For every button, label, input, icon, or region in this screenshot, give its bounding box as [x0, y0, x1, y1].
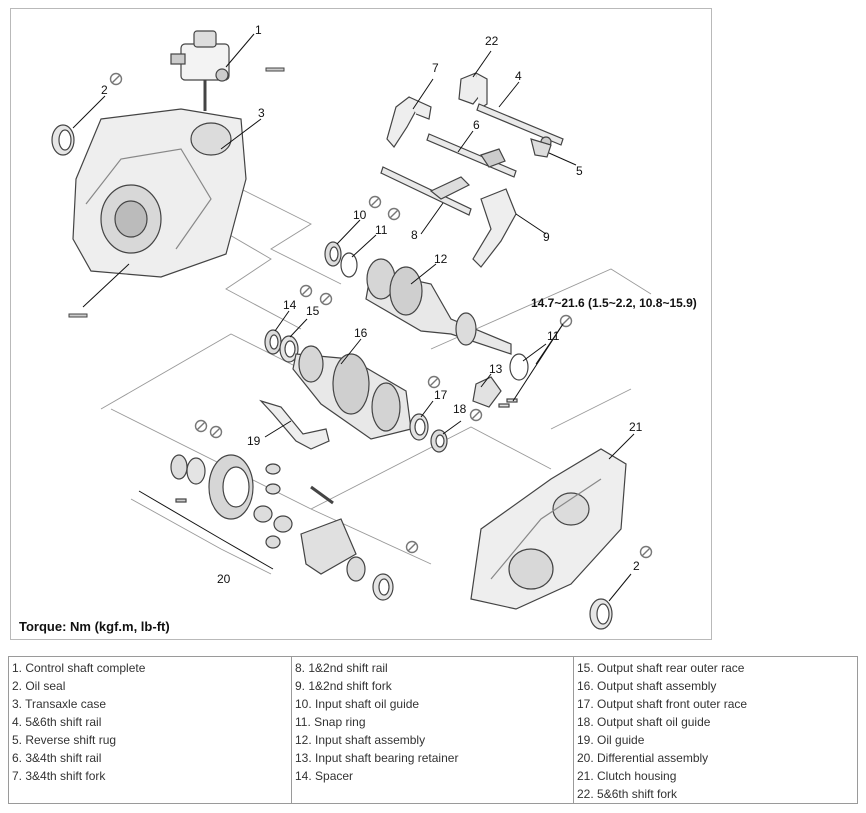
- callout-6: 6: [473, 118, 480, 132]
- legend-item: 13. Input shaft bearing retainer: [295, 751, 459, 765]
- 3-4th-shift-rail: [426, 133, 517, 178]
- legend-item: 20. Differential assembly: [577, 751, 709, 765]
- callout-18: 18: [453, 402, 467, 416]
- callout-13: 13: [489, 362, 503, 376]
- clutch-housing: [470, 448, 627, 610]
- exploded-view-diagram: 1 2 3 4 5 6 7 8 9 10 11 12 13 14 15 16 1…: [10, 8, 712, 640]
- callout-19: 19: [247, 434, 261, 448]
- snap-ring-right: [509, 353, 529, 381]
- reverse-shift-lug: [530, 138, 552, 158]
- callout-20: 20: [217, 572, 231, 586]
- torque-caption: Torque: Nm (kgf.m, lb-ft): [19, 619, 170, 634]
- output-shaft-front-outer-race: [409, 413, 429, 441]
- callout-10: 10: [353, 208, 367, 222]
- callout-7: 7: [432, 61, 439, 75]
- input-shaft-oil-guide: [324, 241, 342, 267]
- input-shaft-assembly: [365, 258, 512, 355]
- legend-item: 4. 5&6th shift rail: [12, 715, 102, 729]
- callout-11-upper: 11: [375, 223, 388, 237]
- callout-21: 21: [629, 420, 643, 434]
- callout-1: 1: [255, 23, 262, 37]
- legend-item: 2. Oil seal: [12, 679, 66, 693]
- callout-2-right: 2: [633, 559, 640, 573]
- 5-6th-shift-rail: [476, 103, 564, 148]
- legend-item: 15. Output shaft rear outer race: [577, 661, 745, 675]
- callout-8: 8: [411, 228, 418, 242]
- torque-spec: 14.7~21.6 (1.5~2.2, 10.8~15.9): [531, 296, 697, 310]
- callout-4: 4: [515, 69, 522, 83]
- legend-item: 7. 3&4th shift fork: [12, 769, 106, 783]
- 5-6th-shift-fork: [458, 72, 488, 110]
- control-shaft-complete: [170, 30, 230, 111]
- legend-item: 11. Snap ring: [295, 715, 366, 729]
- input-shaft-bearing-retainer: [472, 376, 518, 408]
- callout-9: 9: [543, 230, 550, 244]
- callout-15: 15: [306, 304, 320, 318]
- assembly-guide-lines: [100, 188, 652, 575]
- bolt-top: [265, 67, 285, 72]
- bolt-left: [68, 313, 88, 318]
- oil-seal-right: [589, 598, 613, 630]
- legend-item: 16. Output shaft assembly: [577, 679, 717, 693]
- callout-12: 12: [434, 252, 448, 266]
- legend-item: 9. 1&2nd shift fork: [295, 679, 392, 693]
- legend-item: 1. Control shaft complete: [12, 661, 146, 675]
- callout-3: 3: [258, 106, 265, 120]
- legend-item: 22. 5&6th shift fork: [577, 787, 678, 801]
- callout-5: 5: [576, 164, 583, 178]
- oil-seal-left: [51, 124, 75, 156]
- spacer: [264, 329, 282, 355]
- differential-assembly: [170, 454, 394, 601]
- callout-16: 16: [354, 326, 368, 340]
- callout-2-left: 2: [101, 83, 108, 97]
- output-shaft-oil-guide: [430, 429, 448, 453]
- legend-item: 10. Input shaft oil guide: [295, 697, 420, 711]
- oil-guide: [259, 399, 330, 450]
- callout-17: 17: [434, 388, 448, 402]
- legend-item: 5. Reverse shift rug: [12, 733, 117, 747]
- legend-item: 6. 3&4th shift rail: [12, 751, 102, 765]
- 3-4th-shift-fork: [386, 96, 432, 148]
- transaxle-case: [72, 108, 247, 278]
- 1-2nd-shift-rail: [380, 166, 472, 216]
- legend-item: 8. 1&2nd shift rail: [295, 661, 388, 675]
- legend-column-2: 8. 1&2nd shift rail 9. 1&2nd shift fork …: [292, 657, 574, 803]
- legend-item: 12. Input shaft assembly: [295, 733, 426, 747]
- legend-item: 14. Spacer: [295, 769, 354, 783]
- callout-11-right: 11: [547, 329, 560, 343]
- 1-2nd-shift-fork: [472, 188, 517, 268]
- legend-column-1: 1. Control shaft complete 2. Oil seal 3.…: [9, 657, 292, 803]
- snap-ring-upper: [340, 252, 358, 278]
- output-shaft-rear-outer-race: [279, 335, 299, 363]
- output-shaft-assembly: [292, 345, 412, 440]
- legend-item: 3. Transaxle case: [12, 697, 107, 711]
- legend-item: 21. Clutch housing: [577, 769, 677, 783]
- parts-legend-table: 1. Control shaft complete 2. Oil seal 3.…: [8, 656, 858, 804]
- callout-14: 14: [283, 298, 297, 312]
- callout-22: 22: [485, 34, 499, 48]
- legend-item: 19. Oil guide: [577, 733, 645, 747]
- exploded-view-drawing: 1 2 3 4 5 6 7 8 9 10 11 12 13 14 15 16 1…: [51, 23, 697, 630]
- legend-item: 17. Output shaft front outer race: [577, 697, 748, 711]
- legend-column-3: 15. Output shaft rear outer race 16. Out…: [574, 657, 857, 803]
- legend-item: 18. Output shaft oil guide: [577, 715, 711, 729]
